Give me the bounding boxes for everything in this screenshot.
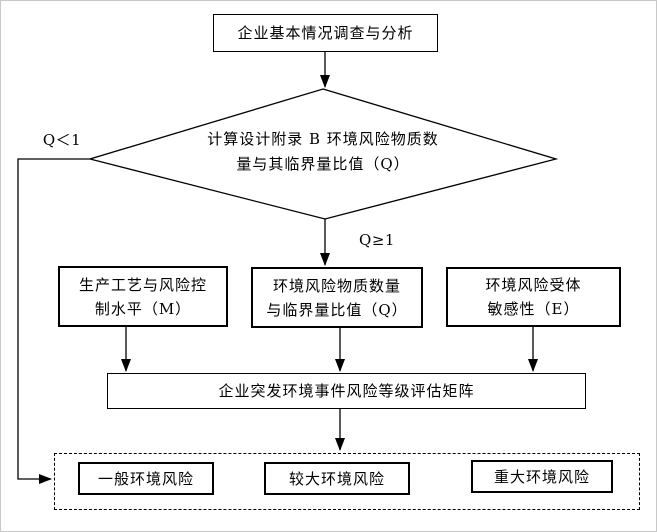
factor-m-line2: 制水平（M）: [94, 299, 192, 318]
outcome-box-major: 重大环境风险: [471, 460, 613, 493]
decision-text-line2: 量与其临界量比值（Q）: [236, 155, 410, 173]
branch-label-q-lt-1: Q＜1: [42, 131, 82, 149]
factor-q-line1: 环境风险物质数量: [272, 276, 401, 295]
decision-text-line1: 计算设计附录 B 环境风险物质数: [207, 130, 439, 148]
decision-text: 计算设计附录 B 环境风险物质数 量与其临界量比值（Q）: [173, 127, 473, 177]
factor-q-line2: 与临界量比值（Q）: [266, 300, 408, 319]
matrix-box-label: 企业突发环境事件风险等级评估矩阵: [218, 382, 475, 400]
factor-m-line1: 生产工艺与风险控: [78, 275, 207, 294]
matrix-box: 企业突发环境事件风险等级评估矩阵: [107, 373, 586, 409]
factor-box-e: 环境风险受体 敏感性（E）: [446, 267, 621, 327]
outcome-box-larger: 较大环境风险: [264, 462, 410, 495]
outcome-major-label: 重大环境风险: [493, 467, 590, 486]
factor-box-m: 生产工艺与风险控 制水平（M）: [58, 266, 228, 327]
branch-label-q-ge-1: Q≥1: [359, 231, 395, 249]
start-box-label: 企业基本情况调查与分析: [237, 24, 414, 42]
factor-e-line2: 敏感性（E）: [487, 300, 580, 318]
start-box: 企业基本情况调查与分析: [213, 14, 438, 52]
outcome-box-general: 一般环境风险: [78, 462, 214, 495]
outcome-region: 一般环境风险 较大环境风险 重大环境风险: [54, 453, 640, 510]
outcome-larger-label: 较大环境风险: [288, 469, 385, 488]
factor-e-line1: 环境风险受体: [485, 276, 582, 294]
outcome-general-label: 一般环境风险: [97, 469, 194, 488]
factor-box-q: 环境风险物质数量 与临界量比值（Q）: [251, 267, 423, 328]
